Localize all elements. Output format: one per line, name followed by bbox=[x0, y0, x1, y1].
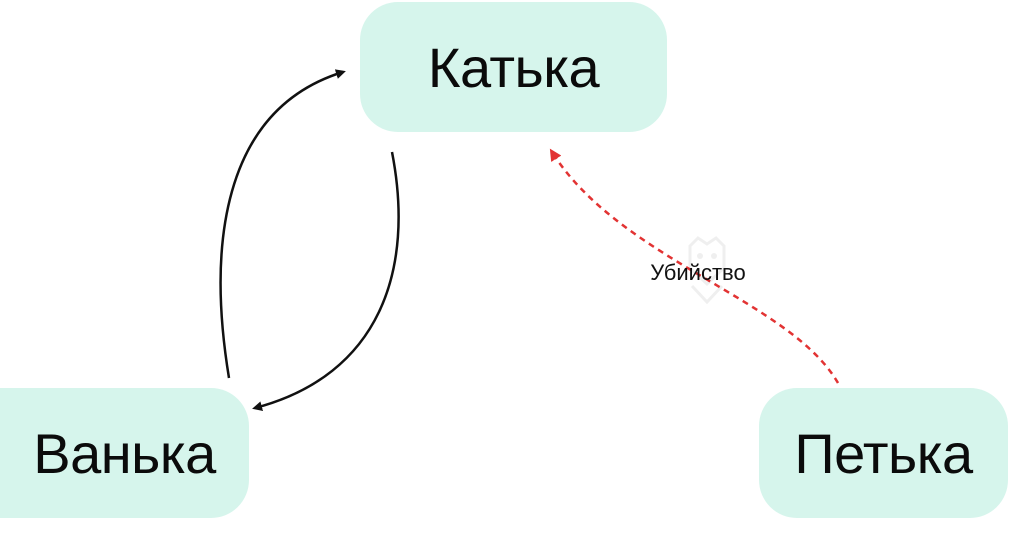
node-katka-label: Катька bbox=[427, 35, 600, 99]
node-petka[interactable]: Петька bbox=[759, 388, 1008, 518]
edge-label-murder: Убийство bbox=[650, 260, 746, 285]
node-vanka-label: Ванька bbox=[33, 421, 216, 485]
edge-katka-to-vanka bbox=[252, 151, 400, 412]
node-katka[interactable]: Катька bbox=[360, 2, 667, 132]
edge-petka-to-katka bbox=[549, 148, 840, 384]
node-vanka[interactable]: Ванька bbox=[0, 388, 249, 518]
edge-vanka-to-katka bbox=[219, 69, 346, 379]
watermark-logo bbox=[688, 236, 726, 305]
node-petka-label: Петька bbox=[794, 421, 973, 485]
